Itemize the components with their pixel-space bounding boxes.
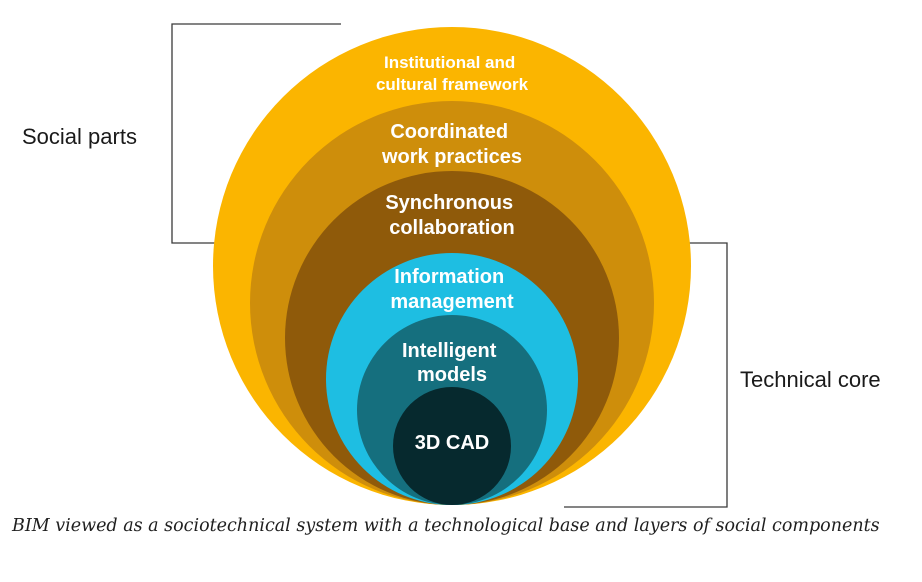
synchronous-layer-label: Synchronous collaboration xyxy=(385,192,518,239)
social-parts-label: Social parts xyxy=(22,124,137,149)
institutional-layer-label: Institutional and cultural framework xyxy=(376,53,529,94)
coordinated-layer-label: Coordinated work practices xyxy=(381,121,522,168)
intelligent-layer-label: Intelligent models xyxy=(402,340,502,386)
cad-layer-label: 3D CAD xyxy=(415,432,489,454)
cad-layer-circle xyxy=(393,387,511,505)
technical-core-label: Technical core xyxy=(740,367,881,392)
information-layer-label: Information management xyxy=(390,266,514,313)
figure-caption: BIM viewed as a sociotechnical system wi… xyxy=(12,516,880,536)
